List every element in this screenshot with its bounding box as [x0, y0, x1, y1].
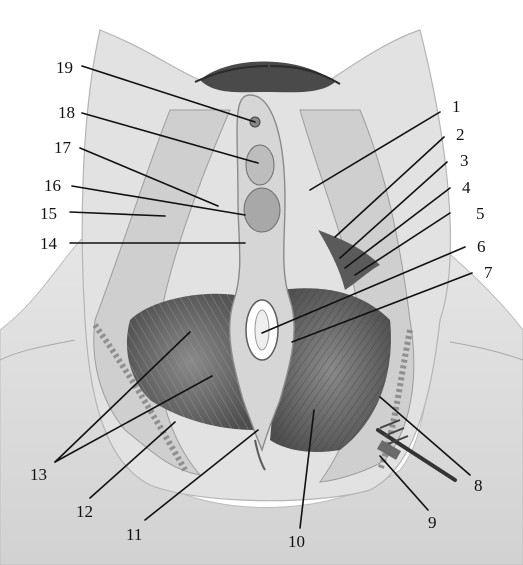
leader-10	[299, 409, 315, 529]
leader-12	[89, 421, 176, 499]
retractor-instrument	[376, 419, 457, 482]
label-3: 3	[460, 151, 469, 170]
leader-lines	[54, 65, 473, 529]
label-13: 13	[30, 465, 47, 484]
leader-19	[81, 65, 256, 123]
muscle-region	[126, 230, 391, 452]
leader-8	[379, 396, 471, 476]
label-6: 6	[477, 237, 486, 256]
leader-9	[379, 455, 429, 511]
label-17: 17	[54, 138, 72, 157]
label-1: 1	[452, 97, 461, 116]
label-15: 15	[40, 204, 57, 223]
label-10: 10	[288, 532, 305, 551]
label-14: 14	[40, 234, 58, 253]
leader-13b	[54, 375, 213, 463]
hair-region	[194, 61, 341, 93]
label-18: 18	[58, 103, 75, 122]
label-2: 2	[456, 125, 465, 144]
leader-17	[79, 147, 219, 207]
leader-15	[69, 211, 166, 217]
leader-13a	[54, 331, 191, 463]
label-7: 7	[484, 263, 493, 282]
label-16: 16	[44, 176, 61, 195]
leader-5	[354, 212, 451, 276]
leader-1	[309, 111, 441, 191]
leader-7	[291, 272, 473, 343]
leader-4	[344, 187, 451, 269]
label-11: 11	[126, 525, 142, 544]
leader-16	[71, 185, 246, 216]
label-8: 8	[474, 476, 483, 495]
label-19: 19	[56, 58, 73, 77]
label-5: 5	[476, 204, 485, 223]
leader-6	[261, 246, 466, 334]
number-labels: 19 18 17 16 15 14 1 2 3 4 5 6 7 8 9 10 1…	[30, 58, 493, 551]
leader-3	[339, 161, 448, 259]
leader-2	[334, 136, 445, 238]
leader-18	[81, 112, 259, 164]
label-12: 12	[76, 502, 93, 521]
leader-11	[144, 429, 259, 521]
central-structures	[228, 94, 295, 471]
label-4: 4	[462, 178, 471, 197]
label-9: 9	[428, 513, 437, 532]
